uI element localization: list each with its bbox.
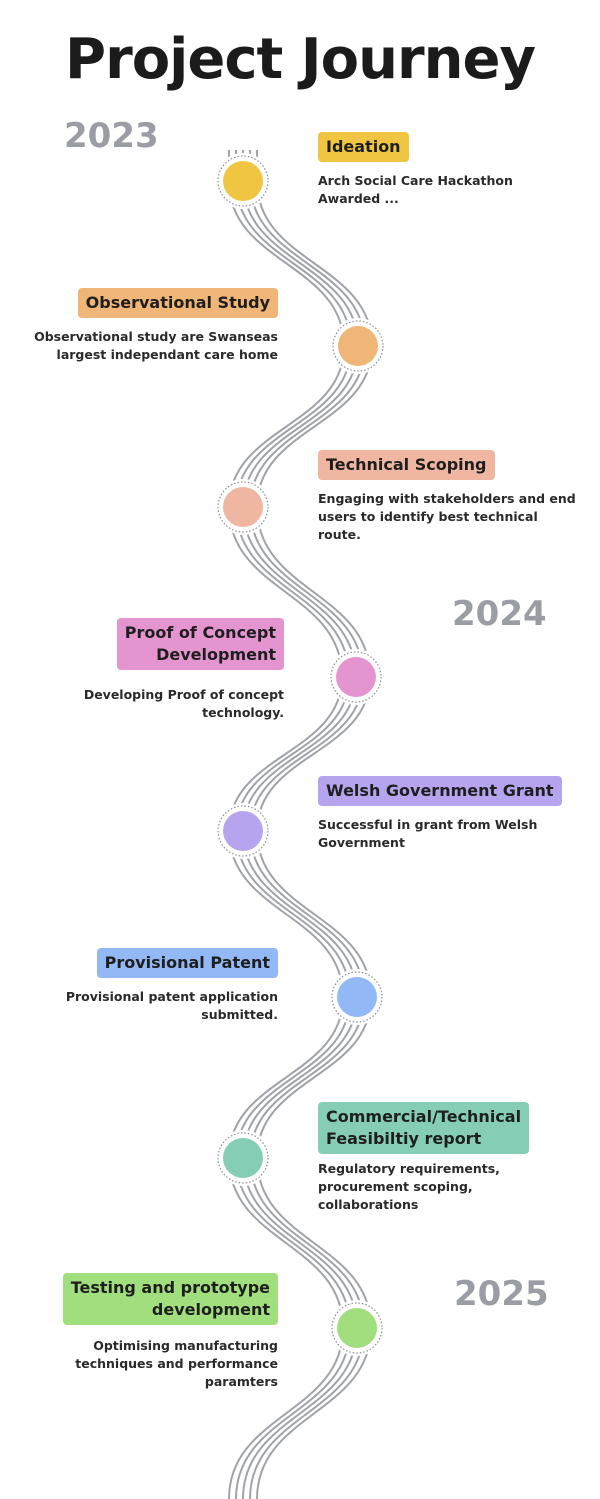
page-title: Project Journey	[65, 27, 536, 92]
node-dot	[223, 161, 263, 201]
milestone-node	[328, 649, 384, 705]
milestone-description: Regulatory requirements, procurement sco…	[318, 1161, 500, 1212]
node-dot	[337, 1308, 377, 1348]
node-dot	[338, 326, 378, 366]
milestone-description: Optimising manufacturing techniques and …	[75, 1338, 278, 1389]
milestone-description: Developing Proof of concept technology.	[83, 687, 284, 720]
milestone-provisional-patent: Provisional Patent Provisional patent ap…	[40, 948, 278, 1024]
year-label-2025: 2025	[454, 1274, 549, 1314]
milestone-welsh-government-grant: Welsh Government Grant Successful in gra…	[318, 776, 568, 852]
milestone-testing-prototype: Testing and prototype development Optimi…	[20, 1273, 278, 1391]
node-dot	[336, 657, 376, 697]
milestone-description: Successful in grant from Welsh Governmen…	[318, 817, 538, 850]
node-dot	[223, 1138, 263, 1178]
milestone-ideation: Ideation Arch Social Care Hackathon Awar…	[318, 132, 538, 208]
milestone-description: Observational study are Swanseas largest…	[34, 329, 278, 362]
node-dot	[223, 487, 263, 527]
milestone-title-badge: Proof of Concept Development	[116, 618, 284, 670]
milestone-node	[330, 318, 386, 374]
year-label-2023: 2023	[64, 116, 159, 156]
milestone-title-badge: Testing and prototype development	[62, 1273, 278, 1325]
node-dot	[223, 811, 263, 851]
milestone-title-badge: Provisional Patent	[96, 948, 278, 978]
milestone-title-badge: Commercial/Technical Feasibiltiy report	[318, 1102, 530, 1154]
milestone-node	[215, 153, 271, 209]
milestone-node	[329, 969, 385, 1025]
milestone-node	[329, 1300, 385, 1356]
milestone-description: Provisional patent application submitted…	[65, 989, 278, 1022]
year-label-2024: 2024	[452, 594, 547, 634]
milestone-description: Engaging with stakeholders and end users…	[318, 491, 576, 542]
milestone-node	[215, 1130, 271, 1186]
milestone-nodes	[215, 153, 386, 1356]
milestone-title-badge: Welsh Government Grant	[318, 776, 562, 806]
milestone-technical-scoping: Technical Scoping Engaging with stakehol…	[318, 450, 576, 544]
milestone-proof-of-concept: Proof of Concept Development Developing …	[40, 618, 284, 722]
milestone-title-badge: Observational Study	[77, 288, 278, 318]
milestone-node	[215, 479, 271, 535]
milestone-node	[215, 803, 271, 859]
node-dot	[337, 977, 377, 1017]
milestone-title-badge: Technical Scoping	[318, 450, 495, 480]
milestone-description: Arch Social Care Hackathon Awarded ...	[318, 173, 513, 206]
milestone-title-badge: Ideation	[318, 132, 409, 162]
milestone-observational-study: Observational Study Observational study …	[30, 288, 278, 364]
milestone-feasibility-report: Commercial/Technical Feasibiltiy report …	[318, 1102, 568, 1214]
